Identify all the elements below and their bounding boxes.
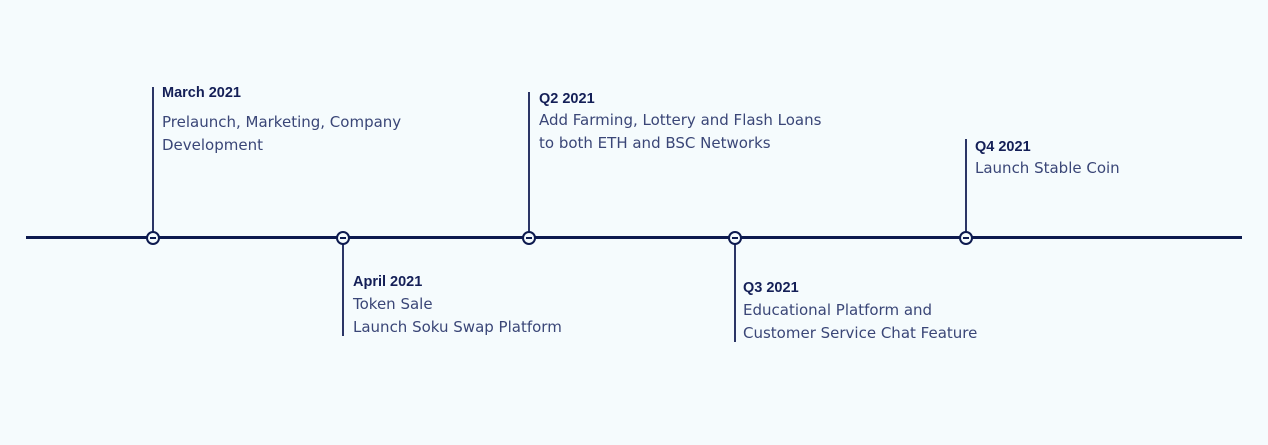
milestone-march-2021: March 2021 Prelaunch, Marketing, Company…: [162, 84, 401, 157]
milestone-marker: [146, 231, 160, 245]
milestone-date: Q3 2021: [743, 280, 799, 296]
milestone-marker: [522, 231, 536, 245]
milestone-marker: [336, 231, 350, 245]
milestone-connector: [965, 139, 967, 237]
milestone-q3-2021: Q3 2021 Educational Platform and Custome…: [743, 279, 977, 345]
milestone-description-line: Prelaunch, Marketing, Company: [162, 113, 402, 131]
milestone-description-line: Educational Platform and: [743, 301, 933, 319]
milestone-date: Q2 2021: [539, 91, 595, 107]
milestone-date: March 2021: [162, 85, 241, 101]
milestone-connector: [734, 238, 736, 342]
milestone-marker: [728, 231, 742, 245]
milestone-q4-2021: Q4 2021 Launch Stable Coin: [975, 138, 1120, 180]
milestone-q2-2021: Q2 2021 Add Farming, Lottery and Flash L…: [539, 90, 821, 155]
milestone-description-line: Launch Stable Coin: [975, 159, 1120, 177]
milestone-date: April 2021: [353, 274, 423, 290]
milestone-connector: [152, 87, 154, 237]
milestone-description-line: Token Sale: [353, 295, 433, 313]
milestone-description-line: to both ETH and BSC Networks: [539, 134, 771, 152]
milestone-description-line: Development: [162, 136, 263, 154]
milestone-date: Q4 2021: [975, 139, 1031, 155]
milestone-description-line: Launch Soku Swap Platform: [353, 318, 562, 336]
milestone-april-2021: April 2021 Token Sale Launch Soku Swap P…: [353, 273, 562, 339]
timeline-axis: [26, 236, 1242, 239]
milestone-description-line: Customer Service Chat Feature: [743, 324, 978, 342]
milestone-description-line: Add Farming, Lottery and Flash Loans: [539, 111, 822, 129]
milestone-marker: [959, 231, 973, 245]
milestone-connector: [342, 238, 344, 336]
milestone-connector: [528, 92, 530, 237]
